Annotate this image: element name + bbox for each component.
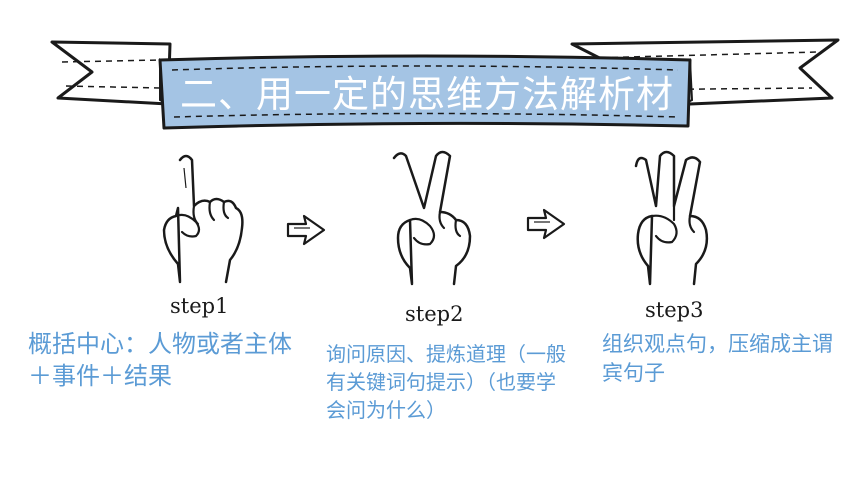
one-finger-hand-icon <box>152 148 252 292</box>
step1-description: 概括中心：人物或者主体＋事件＋结果 <box>28 330 292 390</box>
step3-description: 组织观点句，压缩成主谓宾句子 <box>602 332 833 385</box>
page-title: 二、用一定的思维方法解析材料 <box>180 73 674 178</box>
right-arrow-icon <box>524 206 568 246</box>
step2-label: step2 <box>405 302 464 326</box>
title-banner <box>0 0 860 150</box>
ribbon-graphic <box>50 38 840 130</box>
right-arrow-icon <box>284 212 328 252</box>
step1-label: step1 <box>170 294 229 318</box>
step2-description: 询问原因、提炼道理（一般有关键词句提示）（也要学会问为什么） <box>326 342 566 422</box>
step3-label: step3 <box>645 298 704 322</box>
three-finger-hand-icon <box>624 146 724 292</box>
two-finger-hand-icon <box>384 146 484 292</box>
